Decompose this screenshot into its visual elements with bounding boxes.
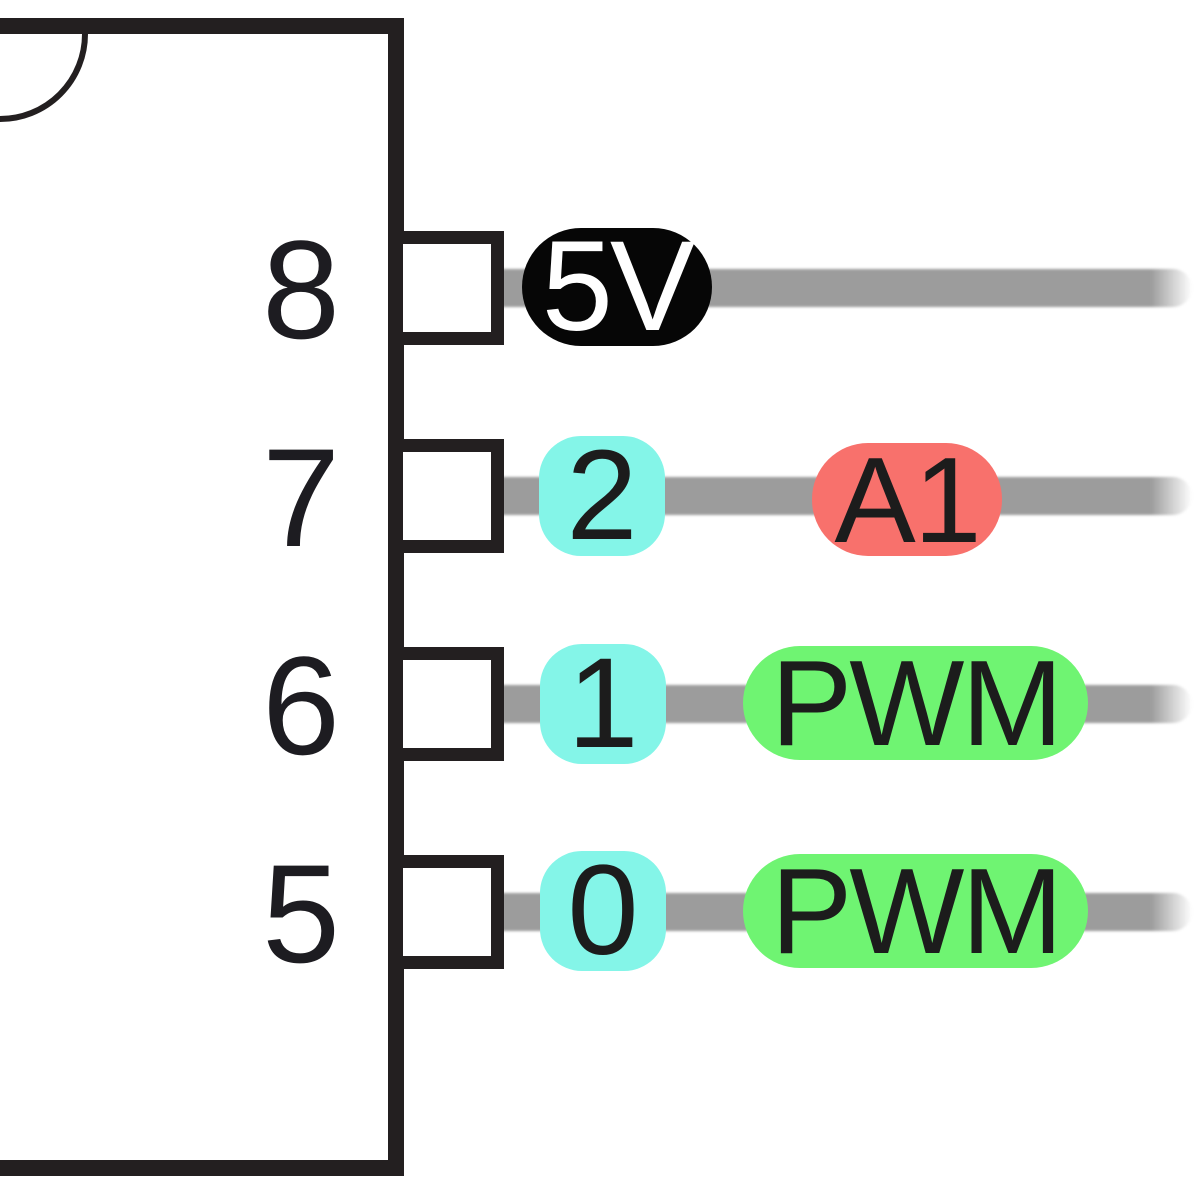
badge-digital-0: 0	[540, 847, 666, 975]
badge-5v: 5V	[522, 223, 712, 351]
pin-number-7: 7	[262, 419, 340, 576]
badge-digital-2: 2	[539, 432, 665, 560]
pin-number-8: 8	[262, 211, 340, 368]
pin-number-6: 6	[262, 627, 340, 784]
pin-pad-5	[390, 855, 504, 969]
badge-pwm-pin6: PWM	[743, 642, 1088, 764]
badge-pwm-pin5: PWM	[743, 850, 1088, 972]
badge-analog-a1: A1	[812, 439, 1002, 561]
ic-body	[0, 18, 404, 1176]
pin-number-5: 5	[262, 835, 340, 992]
ic-orientation-notch	[0, 34, 120, 154]
badge-digital-1: 1	[540, 640, 666, 768]
pin-pad-7	[390, 439, 504, 553]
pin-pad-8	[390, 231, 504, 345]
notch-arc	[0, 34, 88, 122]
pin-pad-6	[390, 647, 504, 761]
